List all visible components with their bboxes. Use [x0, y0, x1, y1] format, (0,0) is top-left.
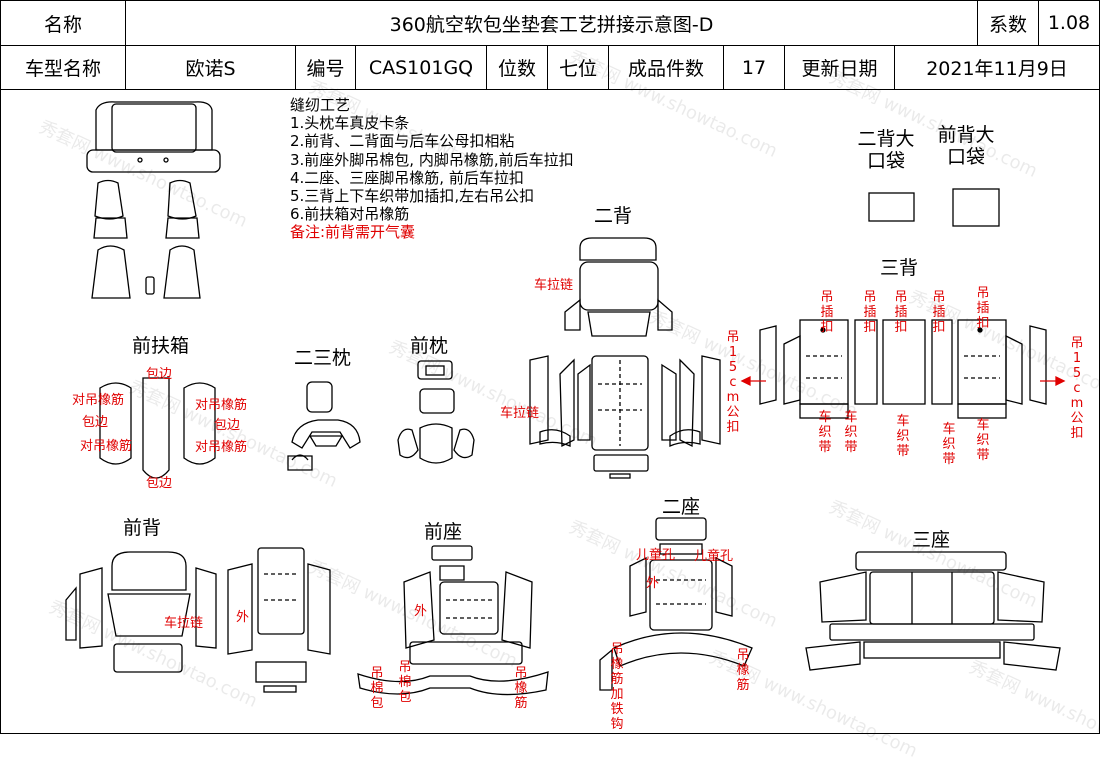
annotation: 车织带 — [844, 410, 858, 455]
note-item: 2.前背、二背面与后车公母扣相粘 — [290, 132, 515, 151]
note-item: 3.前座外脚吊棉包, 内脚吊橡筋,前后车拉扣 — [290, 150, 574, 169]
annotation: 吊橡筋加铁钩 — [610, 642, 624, 732]
front-back-label: 前背 — [123, 517, 162, 539]
second-third-headrest-pattern — [287, 381, 361, 471]
front-back-pocket-label: 前背大口袋 — [937, 124, 995, 168]
annotation: 吊插扣 — [820, 290, 834, 335]
note-item: 4.二座、三座脚吊橡筋, 前后车拉扣 — [290, 168, 524, 187]
annotation: 吊橡筋 — [514, 666, 528, 711]
annotation: 吊棉包 — [370, 666, 384, 711]
annotation: 车织带 — [818, 410, 832, 455]
front-headrest-pattern — [397, 360, 475, 464]
annotation: 车织带 — [976, 418, 990, 463]
note-item: 5.三背上下车织带加插扣,左右吊公扣 — [290, 187, 535, 206]
second-seat-label: 二座 — [662, 496, 701, 518]
hook-arrows — [740, 375, 1066, 387]
annotation: 儿童孔 — [636, 548, 676, 563]
annotation: 包边 — [214, 418, 241, 433]
second-third-headrest-label: 二三枕 — [294, 347, 352, 369]
annotation: 外 — [646, 576, 660, 591]
front-armrest-pattern — [99, 377, 216, 479]
third-back-label: 三背 — [880, 257, 919, 279]
note-item: 1.头枕车真皮卡条 — [290, 114, 410, 133]
notes-title: 缝纫工艺 — [290, 96, 351, 114]
annotation: 车织带 — [942, 422, 956, 467]
annotation: 对吊橡筋 — [72, 393, 125, 408]
note-item: 6.前扶箱对吊橡筋 — [290, 205, 410, 224]
front-headrest-label: 前枕 — [410, 335, 449, 357]
annotation: 吊插扣 — [932, 290, 946, 335]
annotation: 儿童孔 — [694, 549, 734, 564]
header-table: 名称 360航空软包坐垫套工艺拼接示意图-D 系数 1.08 车型名称 欧诺S … — [0, 0, 1100, 90]
annotation: 对吊橡筋 — [195, 440, 248, 455]
annotation: 车拉链 — [164, 616, 204, 631]
annotation: 车织带 — [896, 414, 910, 459]
annotation: 吊15cm公扣 — [1070, 336, 1084, 441]
annotation: 外 — [236, 610, 250, 625]
annotation: 吊15cm公扣 — [726, 330, 740, 435]
annotation: 吊插扣 — [894, 290, 908, 335]
annotation: 对吊橡筋 — [80, 439, 133, 454]
third-seat-label: 三座 — [912, 529, 951, 551]
annotation: 车拉链 — [534, 278, 574, 293]
remark: 备注:前背需开气囊 — [290, 223, 416, 242]
third-seat-pattern — [805, 551, 1061, 671]
second-seat-pattern — [599, 517, 753, 691]
front-seat-pattern — [357, 545, 549, 696]
annotation: 吊插扣 — [976, 286, 990, 331]
front-seat-label: 前座 — [424, 521, 463, 543]
pattern-drawings — [65, 101, 1066, 696]
second-back-pattern — [529, 237, 721, 479]
annotation: 对吊橡筋 — [195, 398, 248, 413]
annotation: 吊插扣 — [863, 290, 877, 335]
annotation: 外 — [414, 604, 428, 619]
annotation: 包边 — [146, 476, 173, 491]
second-back-label: 二背 — [594, 205, 633, 227]
third-back-pattern — [759, 319, 1047, 419]
process-notes: 缝纫工艺 1.头枕车真皮卡条 2.前背、二背面与后车公母扣相粘 3.前座外脚吊棉… — [290, 96, 574, 242]
annotation: 包边 — [82, 415, 109, 430]
annotation: 包边 — [146, 367, 173, 382]
seat-overview-icon — [86, 101, 221, 299]
front-back-pattern — [65, 547, 331, 693]
annotation: 吊橡筋 — [736, 648, 750, 693]
annotation: 车拉链 — [500, 406, 540, 421]
second-back-pocket-label: 二背大口袋 — [857, 128, 915, 172]
back-pockets — [868, 188, 1000, 227]
annotation: 吊棉包 — [398, 660, 412, 705]
front-armrest-label: 前扶箱 — [132, 335, 190, 357]
